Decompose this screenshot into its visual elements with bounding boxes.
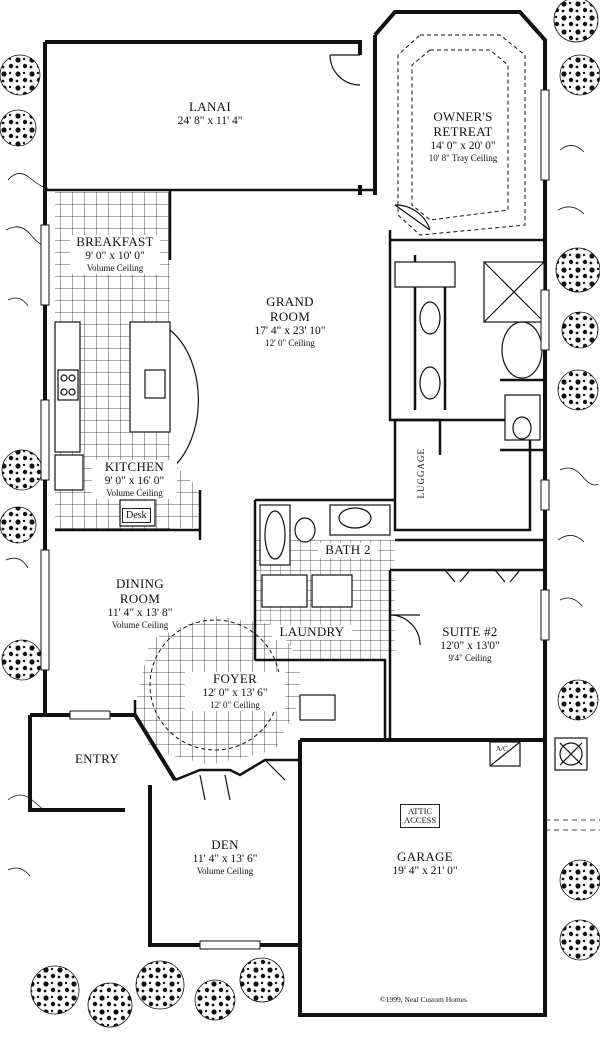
room-name: GRAND xyxy=(266,294,314,309)
room-dimensions: 12'0" x 13'0" xyxy=(440,639,500,652)
room-dimensions: 11' 4" x 13' 8" xyxy=(107,606,173,619)
room-dimensions: 24' 8" x 11' 4" xyxy=(177,114,243,127)
copyright: ©1999, Neal Custom Homes xyxy=(380,995,467,1004)
windows xyxy=(40,89,550,950)
suite2-label: SUITE #2 12'0" x 13'0" 9'4" Ceiling xyxy=(425,624,515,664)
room-ceiling: 12' 0" Ceiling xyxy=(210,700,260,711)
room-dimensions: 17' 4" x 23' 10" xyxy=(254,324,326,337)
room-dimensions: 19' 4" x 21' 0" xyxy=(392,864,458,877)
den-label: DEN 11' 4" x 13' 6" Volume Ceiling xyxy=(175,837,275,877)
laundry-label: LAUNDRY xyxy=(272,624,352,640)
room-ceiling: 12' 0" Ceiling xyxy=(265,338,315,349)
room-name: OWNER'S xyxy=(433,109,493,124)
room-ceiling: 10' 8" Tray Ceiling xyxy=(428,153,498,164)
desk-label: Desk xyxy=(122,508,151,523)
room-dimensions: 12' 0" x 13' 6" xyxy=(202,686,268,699)
ac-label: A/C xyxy=(496,745,508,753)
room-name: BREAKFAST xyxy=(76,234,154,249)
room-ceiling: Volume Ceiling xyxy=(106,488,163,499)
breakfast-label: BREAKFAST 9' 0" x 10' 0" Volume Ceiling xyxy=(70,234,160,274)
bath2-label: BATH 2 xyxy=(318,542,378,558)
doors xyxy=(169,54,521,801)
room-ceiling: Volume Ceiling xyxy=(196,866,254,877)
room-name: ENTRY xyxy=(74,751,120,766)
grand-room-label: GRAND ROOM 17' 4" x 23' 10" 12' 0" Ceili… xyxy=(240,294,340,349)
tray-ceiling xyxy=(397,34,526,236)
room-name: BATH 2 xyxy=(325,542,371,557)
room-ceiling: 9'4" Ceiling xyxy=(448,653,492,664)
garage-label: GARAGE 19' 4" x 21' 0" xyxy=(375,849,475,878)
room-dimensions: 9' 0" x 16' 0" xyxy=(104,474,165,487)
room-name: GARAGE xyxy=(397,849,453,864)
owners-retreat-label: OWNER'S RETREAT 14' 0" x 20' 0" 10' 8" T… xyxy=(408,109,518,164)
room-name: LANAI xyxy=(189,99,231,114)
room-dimensions: 11' 4" x 13' 6" xyxy=(192,852,258,865)
room-name: DEN xyxy=(211,837,239,852)
luggage-label: LUGGAGE xyxy=(416,448,426,499)
room-name: FOYER xyxy=(212,671,258,686)
room-name: LAUNDRY xyxy=(279,624,345,639)
foyer-label: FOYER 12' 0" x 13' 6" 12' 0" Ceiling xyxy=(185,671,285,711)
room-name: ROOM xyxy=(119,590,161,606)
room-dimensions: 14' 0" x 20' 0" xyxy=(430,139,496,152)
room-name: ROOM xyxy=(269,308,311,324)
attic-line-2: ACCESS xyxy=(404,814,437,825)
room-name: DINING xyxy=(115,576,164,591)
room-ceiling: Volume Ceiling xyxy=(86,263,144,274)
room-name: KITCHEN xyxy=(104,459,165,474)
garage-driveway xyxy=(545,819,600,831)
room-name: SUITE #2 xyxy=(442,624,498,639)
room-ceiling: Volume Ceiling xyxy=(111,620,169,631)
attic-access-label: ATTIC ACCESS xyxy=(400,804,441,828)
room-name: RETREAT xyxy=(433,123,493,139)
interior-walls xyxy=(45,188,545,782)
room-dimensions: 9' 0" x 10' 0" xyxy=(85,249,145,262)
lanai-label: LANAI 24' 8" x 11' 4" xyxy=(170,99,250,128)
kitchen-label: KITCHEN 9' 0" x 16' 0" Volume Ceiling xyxy=(92,459,177,499)
dining-room-label: DINING ROOM 11' 4" x 13' 8" Volume Ceili… xyxy=(85,576,195,631)
entry-label: ENTRY xyxy=(62,751,132,767)
attic-line-1: ATTIC xyxy=(408,806,433,816)
